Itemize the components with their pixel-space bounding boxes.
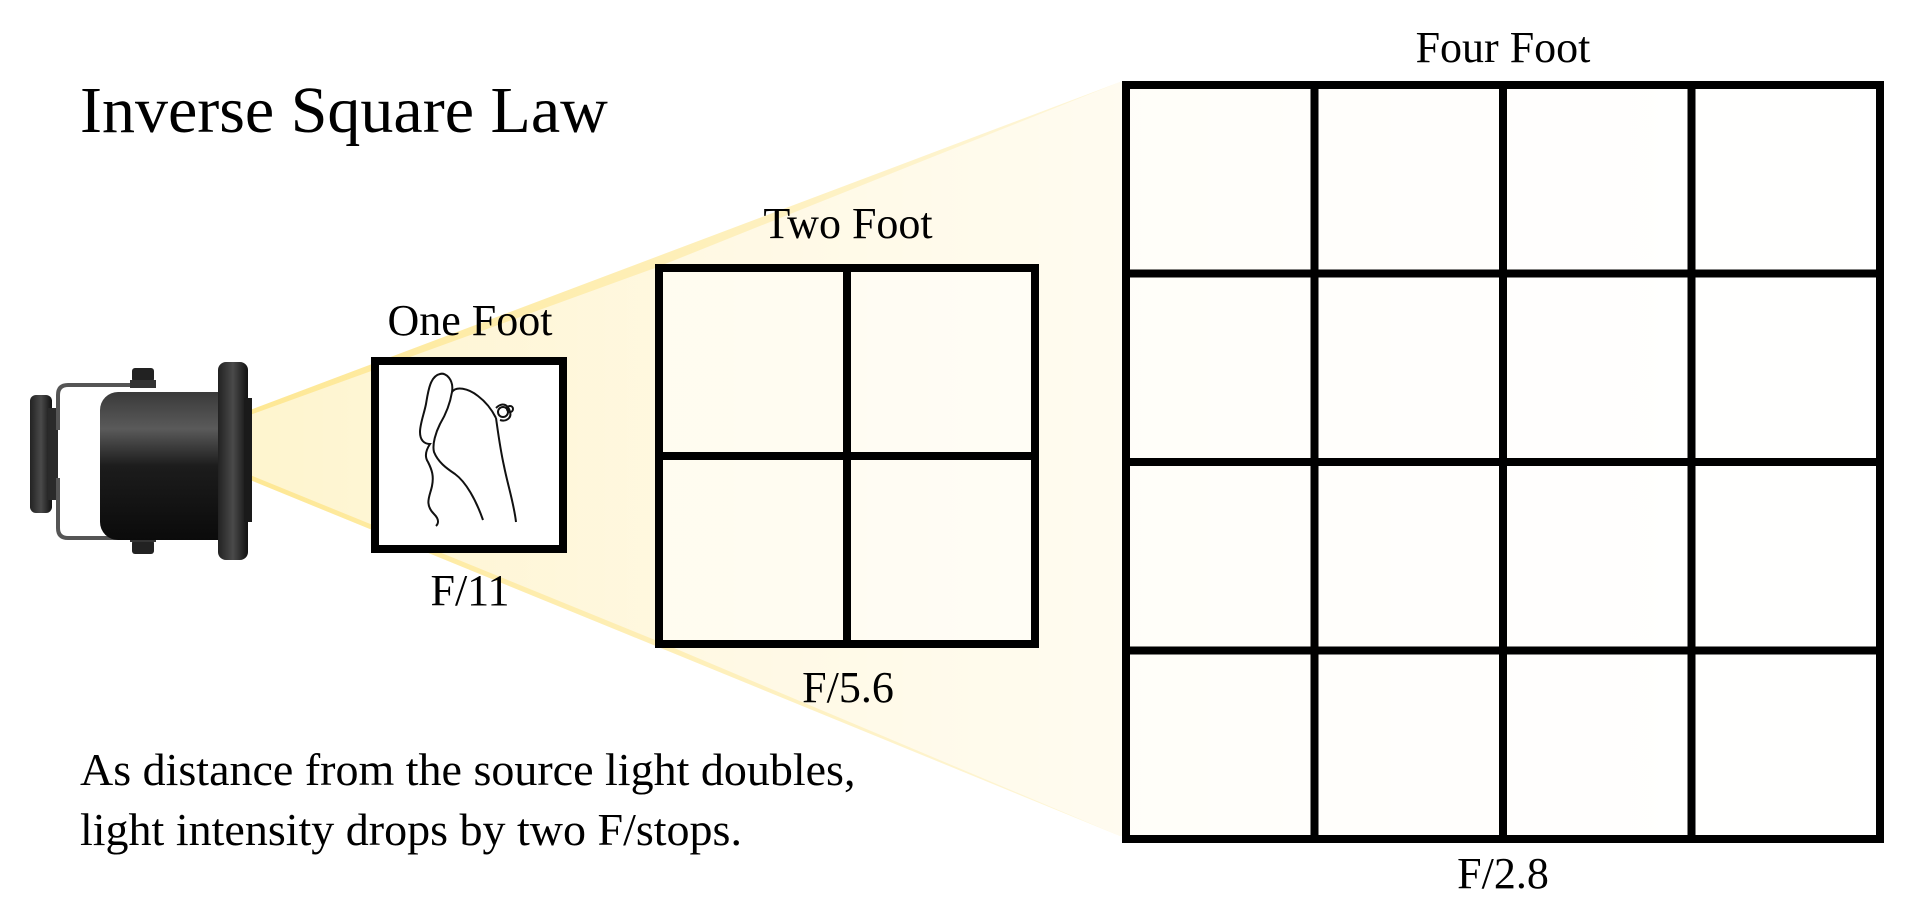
caption-line-1: As distance from the source light double… — [80, 744, 855, 795]
distance-label-two-foot: Two Foot — [763, 199, 932, 248]
grid-cell — [1687, 269, 1884, 466]
panel-one-foot: One Foot F/11 — [371, 296, 567, 615]
grid-cell — [1122, 81, 1319, 278]
grid-cell — [1310, 269, 1507, 466]
grid-cell — [1122, 458, 1319, 655]
grid-cell — [1499, 81, 1696, 278]
grid-cell — [1687, 458, 1884, 655]
distance-label-four-foot: Four Foot — [1416, 23, 1591, 72]
grid-cell — [1499, 458, 1696, 655]
fstop-label-four-foot: F/2.8 — [1457, 849, 1549, 897]
fstop-label-two-foot: F/5.6 — [802, 663, 894, 712]
grid-two-foot — [655, 264, 1039, 648]
woman-silhouette-icon — [418, 372, 517, 527]
panel-two-foot: Two Foot F/5.6 — [655, 199, 1039, 712]
grid-cell — [843, 452, 1039, 648]
spotlight-icon — [30, 362, 252, 560]
grid-cell — [1499, 269, 1696, 466]
grid-cell — [655, 264, 851, 460]
grid-cell — [843, 264, 1039, 460]
grid-four-foot — [1122, 81, 1884, 843]
grid-cell — [655, 452, 851, 648]
panel-four-foot: Four Foot F/2.8 — [1122, 23, 1884, 898]
grid-cell — [1122, 269, 1319, 466]
grid-cell — [1687, 646, 1884, 843]
grid-cell — [1499, 646, 1696, 843]
grid-cell — [1310, 646, 1507, 843]
caption-line-2: light intensity drops by two F/stops. — [80, 804, 742, 855]
distance-label-one-foot: One Foot — [388, 296, 553, 345]
page-title: Inverse Square Law — [80, 74, 608, 147]
grid-cell — [1310, 81, 1507, 278]
grid-cell — [1687, 81, 1884, 278]
grid-cell — [1122, 646, 1319, 843]
grid-cell — [1310, 458, 1507, 655]
fstop-label-one-foot: F/11 — [430, 566, 509, 615]
grid-one-foot — [371, 357, 567, 553]
